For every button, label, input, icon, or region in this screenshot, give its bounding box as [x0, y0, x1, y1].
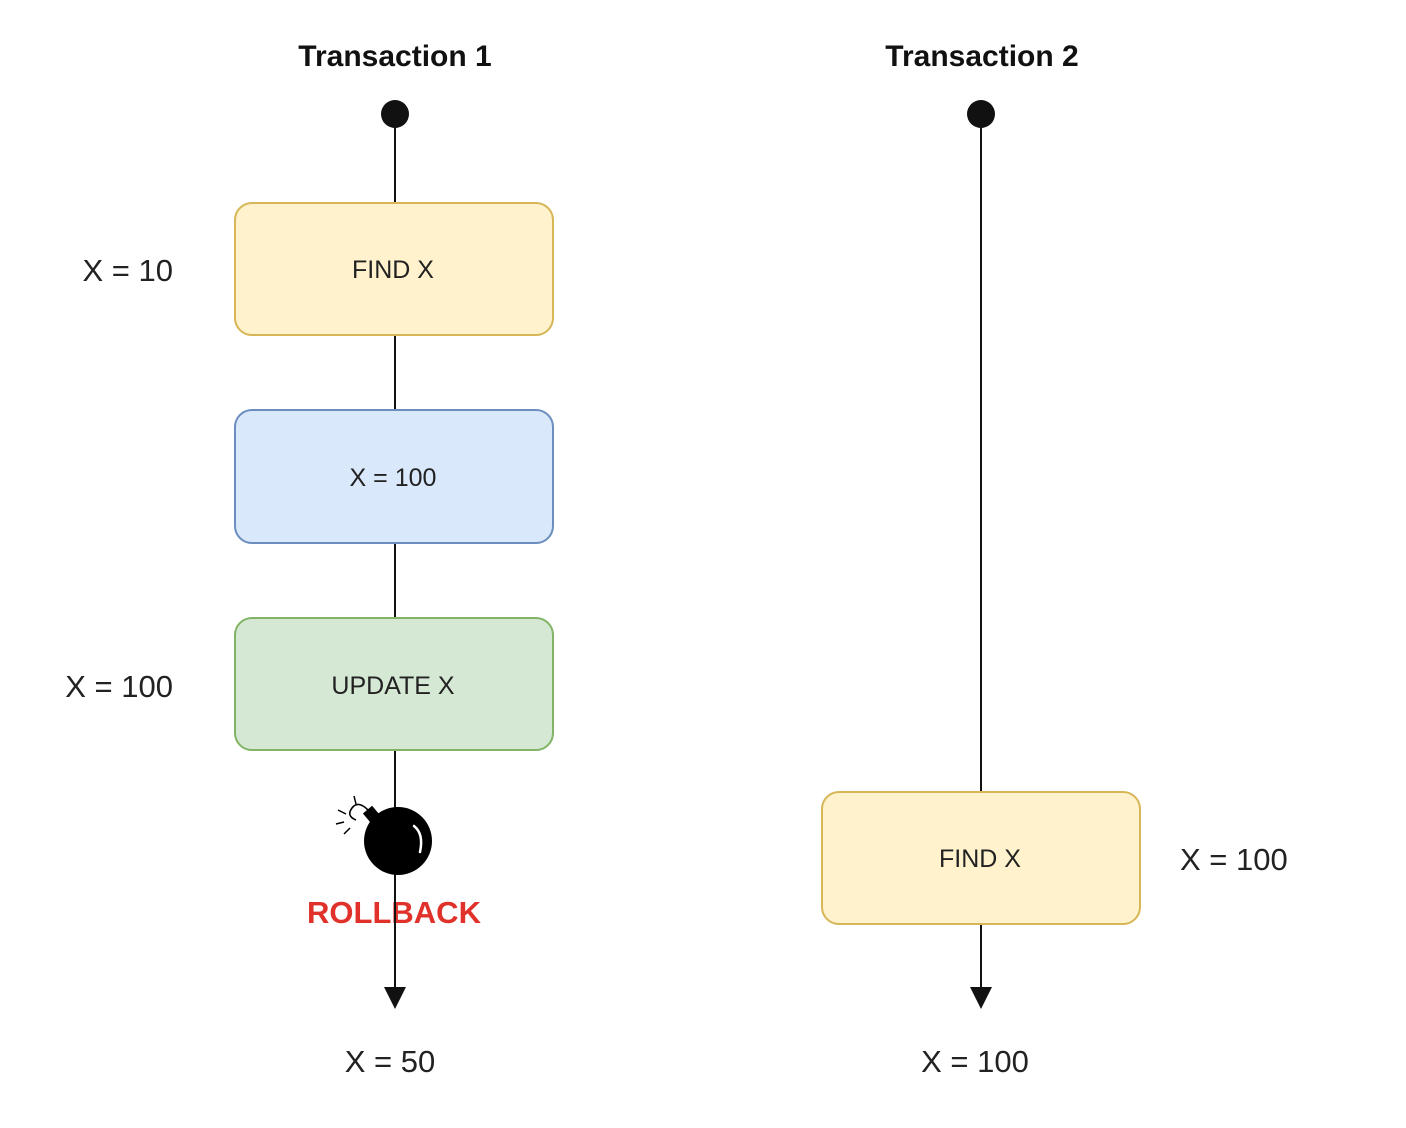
transaction-2-title: Transaction 2 [885, 40, 1078, 73]
t2-find-step: FIND X [821, 791, 1141, 925]
t1-find-box [234, 202, 554, 336]
t1-update-step: UPDATE X [234, 617, 554, 751]
t1-timeline-arrowhead [384, 987, 406, 1009]
t2-find-side-value: X = 100 [1180, 842, 1288, 877]
t1-update-side-value: X = 100 [65, 669, 173, 704]
bomb-icon [335, 795, 432, 875]
t2-timeline-arrowhead [970, 987, 992, 1009]
t1-find-label: FIND X [352, 256, 434, 284]
t1-assign-box [234, 409, 554, 544]
transaction-1-title: Transaction 1 [298, 40, 491, 73]
t1-update-box [234, 617, 554, 751]
t2-find-box [821, 791, 1141, 925]
t1-final-value: X = 50 [345, 1044, 436, 1079]
t1-update-label: UPDATE X [331, 672, 454, 700]
t1-find-step: FIND X [234, 202, 554, 336]
t2-find-label: FIND X [939, 845, 1021, 873]
transaction-2-lane: Transaction 2 FIND X X = 100 X = 100 [821, 40, 1288, 1079]
transaction-1-lane: Transaction 1 FIND X X = 10 X = 100 UPDA… [65, 40, 554, 1079]
t1-start-dot [381, 100, 409, 128]
t2-final-value: X = 100 [921, 1044, 1029, 1079]
t2-start-dot [967, 100, 995, 128]
t1-assign-step: X = 100 [234, 409, 554, 544]
t1-find-side-value: X = 10 [83, 253, 174, 288]
t1-assign-label: X = 100 [350, 464, 437, 492]
